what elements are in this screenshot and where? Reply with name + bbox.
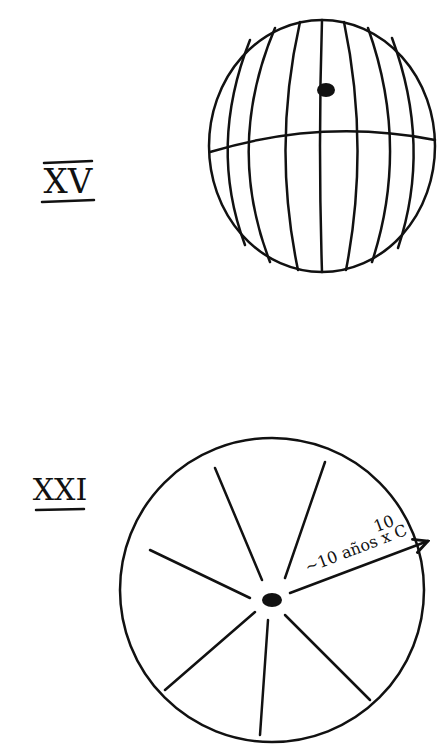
underline-mark: [42, 200, 94, 202]
underline-mark: [36, 509, 84, 510]
era-numeral: XV: [44, 164, 93, 198]
universe-sketch: [120, 438, 428, 742]
globe-sketch: [209, 20, 435, 272]
overline-mark: [44, 161, 92, 163]
era-numeral: XXI: [33, 475, 88, 505]
